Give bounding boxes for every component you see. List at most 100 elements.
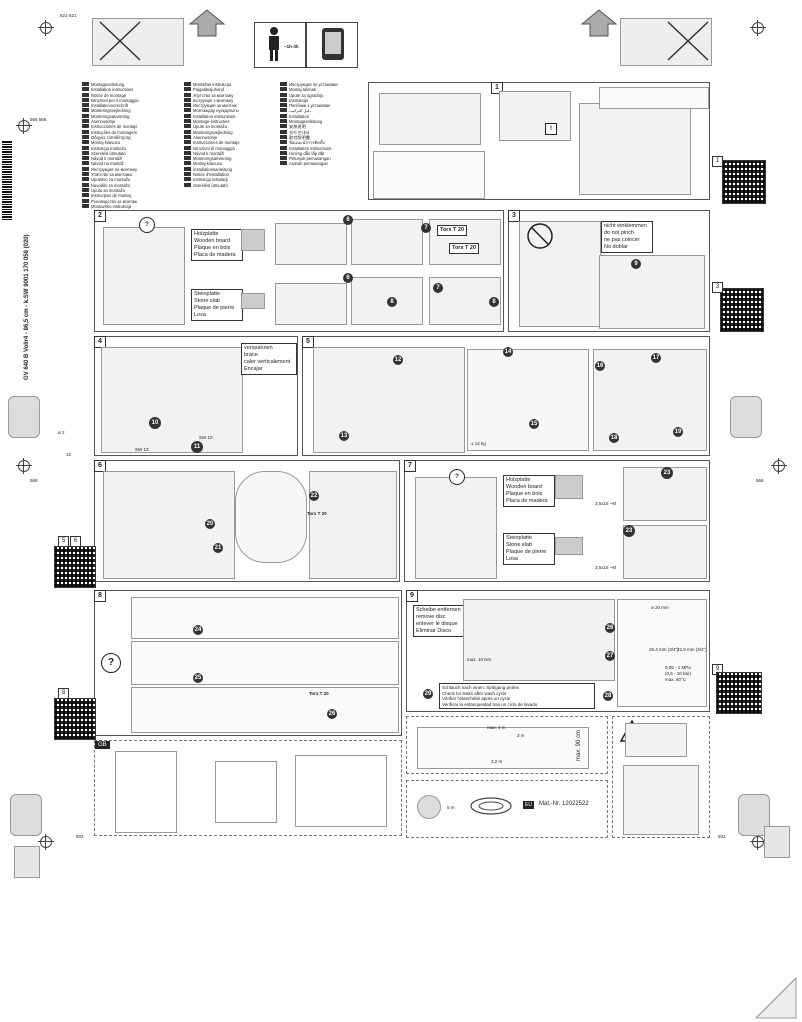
callout: 24 bbox=[193, 625, 203, 635]
language-entry: Montāžas instrukcija bbox=[184, 82, 279, 87]
language-entry: Installatievoorschrift bbox=[82, 103, 182, 108]
qr-code-step-5-6[interactable] bbox=[54, 546, 96, 588]
language-flag-icon bbox=[82, 113, 89, 118]
language-flag-icon bbox=[184, 150, 191, 155]
language-label: Installation instructions bbox=[193, 113, 236, 119]
callout: 25 bbox=[193, 673, 203, 683]
label-line: nicht einklemmen bbox=[604, 223, 647, 229]
no-overhang-sketch bbox=[625, 723, 687, 757]
language-flag-icon bbox=[280, 108, 287, 113]
callout: 12 bbox=[393, 355, 403, 365]
language-flag-icon bbox=[82, 187, 89, 192]
language-entry: Istruzioni di montaggio bbox=[184, 145, 279, 151]
panel-weight: ± 14 kg bbox=[471, 441, 486, 446]
label-line: ne pas coincer bbox=[604, 237, 640, 243]
language-flag-icon bbox=[82, 198, 89, 203]
language-entry: Hướng dẫn lắp đặt bbox=[280, 150, 370, 156]
wall-bracket-sketch bbox=[764, 826, 790, 858]
phone-icon bbox=[322, 28, 344, 60]
label-line: Wooden board bbox=[194, 238, 230, 244]
qr-code-step-9[interactable] bbox=[716, 672, 762, 714]
step-number: 8 bbox=[94, 590, 106, 602]
callout: 8 bbox=[387, 297, 397, 307]
qr-code-step-8[interactable] bbox=[54, 698, 96, 740]
label-line: Placa de madera bbox=[506, 498, 548, 504]
water-connection-sketch bbox=[463, 599, 615, 681]
language-entry: Ръководство за монтаж bbox=[82, 198, 182, 204]
step-2-panel: 2 ? Holzplatte Wooden board Plaque en bo… bbox=[94, 210, 504, 332]
language-label: Installation instructions bbox=[289, 145, 332, 151]
barcode bbox=[2, 140, 12, 220]
question-icon: ? bbox=[101, 653, 121, 673]
bracket-sketch bbox=[351, 219, 423, 265]
language-entry: Montavimo instrukcija bbox=[82, 203, 182, 209]
language-flag-icon bbox=[280, 129, 287, 134]
qr-code-step-3[interactable] bbox=[720, 288, 764, 332]
stone-icon bbox=[241, 293, 265, 309]
language-flag-icon bbox=[82, 92, 89, 97]
callout: 11 bbox=[191, 441, 203, 453]
language-flag-icon bbox=[184, 119, 191, 124]
label-line: No doblar bbox=[604, 244, 628, 250]
language-label: Návod k montáži bbox=[91, 156, 123, 162]
language-label: Uputa za montažu bbox=[91, 187, 125, 193]
drill-icon bbox=[10, 794, 42, 836]
dishwasher-front-sketch bbox=[623, 765, 699, 835]
language-flag-icon bbox=[184, 97, 191, 102]
language-flag-icon bbox=[184, 103, 191, 108]
language-entry: Montageanleitung bbox=[82, 82, 182, 87]
language-entry: Instrucciones de montaje bbox=[184, 140, 279, 145]
language-label: Uputstvo za montažu bbox=[91, 177, 131, 183]
mounting-sketch bbox=[623, 525, 707, 579]
arrow-up-icon bbox=[188, 9, 226, 37]
step-7-panel: 7 ? Holzplatte Wooden board Plaque en bo… bbox=[404, 460, 710, 582]
language-entry: Monteringsanvisning bbox=[82, 113, 182, 119]
step-number: 3 bbox=[508, 210, 520, 222]
registration-mark bbox=[38, 20, 54, 36]
spec-line: 0,05 - 1 MPa bbox=[665, 665, 691, 670]
registration-mark bbox=[16, 118, 32, 134]
language-label: Instrucciones de montaje bbox=[91, 124, 138, 130]
language-entry: 取付説明書 bbox=[280, 134, 370, 140]
language-label: Instrucciones de montaje bbox=[193, 140, 240, 146]
language-entry: Instrukcja montażu bbox=[82, 145, 182, 151]
language-flag-icon bbox=[82, 103, 89, 108]
brace-label: verspannen brace caler verticalement Enc… bbox=[241, 343, 297, 375]
language-label: 取付説明書 bbox=[289, 134, 310, 140]
callout: 14 bbox=[503, 347, 513, 357]
stone-slab-label: Steinplatte Stone slab Plaque de pierre … bbox=[503, 533, 555, 565]
registration-mark bbox=[750, 20, 766, 36]
wood-icon bbox=[555, 475, 583, 499]
stone-slab-label: Steinplatte Stone slab Plaque de pierre … bbox=[191, 289, 243, 321]
language-flag-icon bbox=[82, 182, 89, 187]
language-entry: Monteringsanvisning bbox=[184, 156, 279, 161]
language-entry: Montageanleitung bbox=[280, 119, 370, 124]
language-flag-icon bbox=[184, 182, 191, 187]
step-number: 7 bbox=[404, 460, 416, 472]
step-1-panel: 1 ! bbox=[368, 82, 710, 200]
language-flag-icon bbox=[184, 124, 191, 129]
language-entry: Montage-instructies bbox=[184, 119, 279, 124]
language-label: Инструкция за монтаж bbox=[193, 103, 237, 109]
callout: 21 bbox=[213, 543, 223, 553]
electrical-panel: 5 m EU Mat.-Nr. 12022522 bbox=[406, 780, 608, 838]
gb-panel: GB bbox=[94, 740, 402, 836]
screw-detail-sketch bbox=[235, 471, 307, 563]
language-flag-icon bbox=[82, 166, 89, 171]
hose-extension-sketch bbox=[417, 727, 589, 769]
language-flag-icon bbox=[184, 87, 191, 92]
language-flag-icon bbox=[82, 150, 89, 155]
language-label: Notice d'installation bbox=[193, 172, 229, 178]
language-label: Montage-instructies bbox=[193, 119, 230, 125]
language-entry: Instrukcija bbox=[280, 97, 370, 103]
gb-label: GB bbox=[95, 741, 110, 749]
language-label: Ръководство за монтаж bbox=[91, 198, 138, 204]
qr-code-step-1[interactable] bbox=[722, 160, 766, 204]
arrow-up-icon bbox=[580, 9, 618, 37]
step-6-panel: 6 Torx T 20 20 21 22 bbox=[94, 460, 400, 582]
callout: 15 bbox=[529, 419, 539, 429]
language-entry: Notice d'installation bbox=[184, 172, 279, 177]
mid-right-dimension: 566 bbox=[756, 478, 764, 483]
language-label: Посібник з установки bbox=[289, 103, 330, 109]
